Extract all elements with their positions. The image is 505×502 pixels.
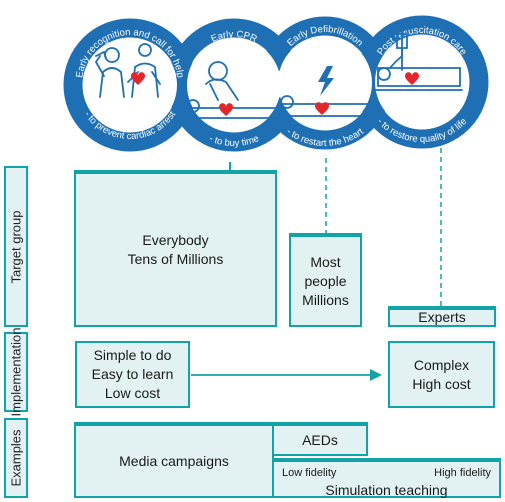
row-label-text: Examples (8, 429, 24, 487)
post-care-icon (375, 31, 463, 91)
simple-line-3: Low cost (104, 385, 161, 401)
link2-bottom-text: - to buy time (207, 133, 260, 149)
chain-of-survival: Early recognition and call for help - to… (63, 15, 489, 152)
experts-label: Experts (418, 309, 466, 325)
box-complex: Complex High cost (388, 341, 495, 408)
simple-line-2: Easy to learn (91, 366, 174, 382)
row-label-text: Target group (8, 210, 24, 283)
box-everybody: Everybody Tens of Millions (74, 170, 277, 327)
simple-line-1: Simple to do (93, 347, 172, 363)
simulation-teaching-label: Simulation teaching (325, 482, 448, 498)
complex-line-1: Complex (413, 356, 470, 373)
media-campaigns-label: Media campaigns (119, 452, 229, 469)
box-media-campaigns: Media campaigns (74, 422, 274, 498)
everybody-count: Tens of Millions (127, 250, 224, 267)
everybody-label: Everybody (142, 231, 209, 248)
heart-icon (131, 72, 145, 85)
most-people-label: Most people (304, 253, 347, 289)
low-fidelity-label: Low fidelity (282, 467, 337, 479)
heart-icon (219, 103, 233, 116)
cpr-icon (186, 61, 280, 119)
arrow-head-icon (370, 369, 382, 381)
box-most-people: Most people Millions (289, 233, 362, 327)
row-label-implementation: Implementation (4, 328, 28, 416)
row-label-text: Implementation (8, 327, 24, 417)
box-simulation-teaching: Low fidelity High fidelity Simulation te… (272, 458, 501, 498)
box-aeds: AEDs (272, 422, 368, 456)
row-label-examples: Examples (4, 418, 28, 498)
box-simple: Simple to do Easy to learn Low cost (75, 341, 190, 408)
row-label-target-group: Target group (4, 166, 28, 327)
defibrillation-icon (280, 95, 373, 117)
most-people-count: Millions (302, 291, 349, 308)
lightning-icon (318, 66, 334, 96)
aeds-label: AEDs (302, 431, 338, 448)
high-fidelity-label: High fidelity (434, 467, 491, 479)
box-experts: Experts (388, 306, 496, 327)
heart-icon (405, 72, 419, 85)
complex-line-2: High cost (412, 375, 471, 392)
heart-icon (315, 102, 329, 115)
link2-top-text: Early CPR (209, 29, 258, 45)
